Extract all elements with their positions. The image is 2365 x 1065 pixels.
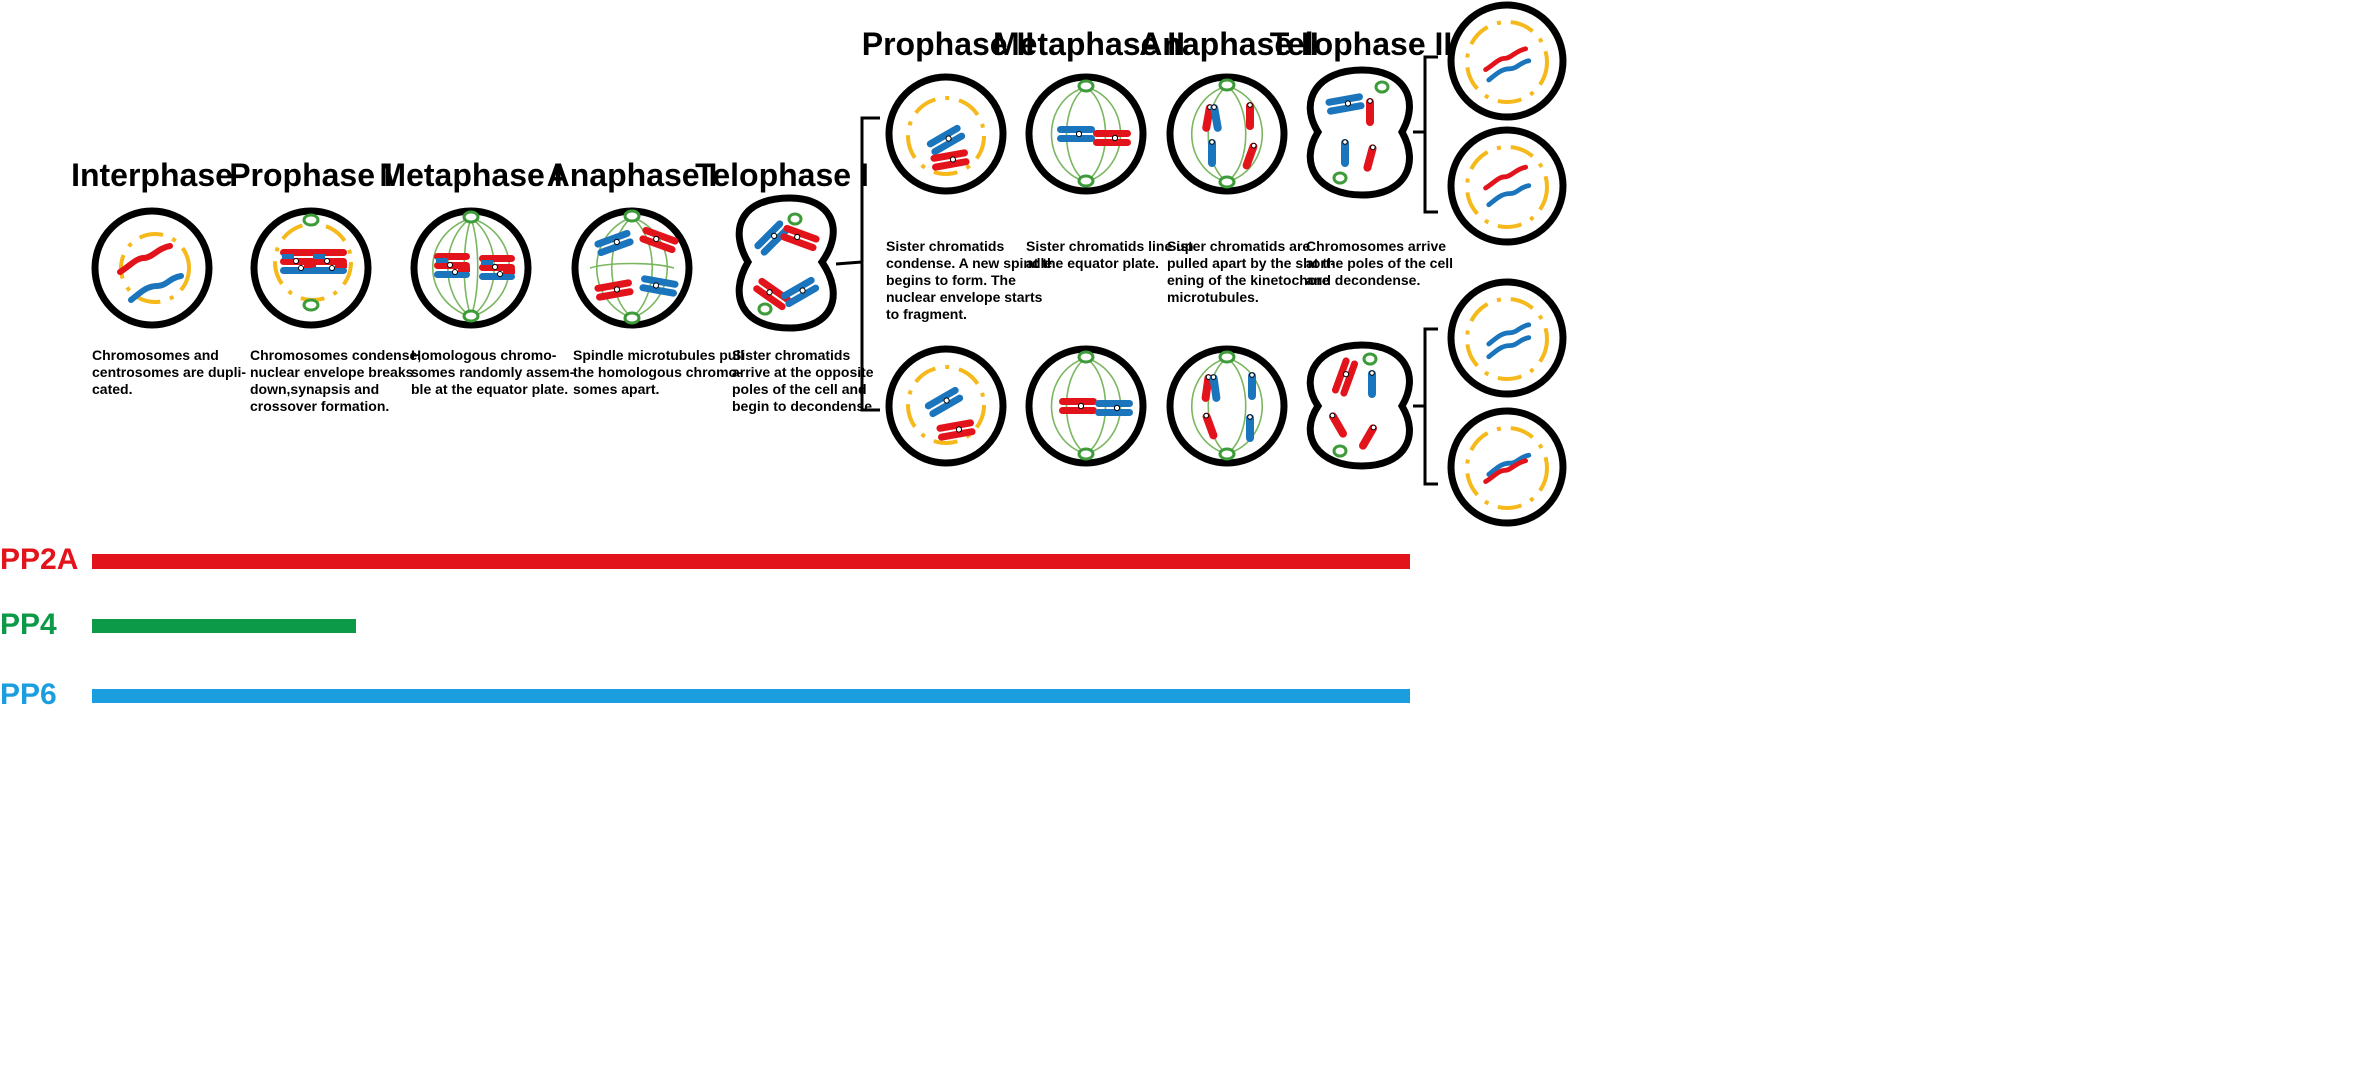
daughter-cell-2 xyxy=(1447,126,1567,246)
desc-metaphase-1: Homologous chromo-somes randomly assem-b… xyxy=(411,347,575,397)
cell-metaphase-2-bottom xyxy=(1025,345,1147,467)
stage-title-telophase-1: Telophase I xyxy=(695,157,869,193)
pp6-bar xyxy=(92,689,1410,703)
daughter-cell-1 xyxy=(1447,1,1567,121)
pp2a-label: PP2A xyxy=(0,543,78,576)
desc-prophase-1: Chromosomes condense,nuclear envelope br… xyxy=(250,347,421,414)
cell-interphase xyxy=(91,207,213,329)
cell-metaphase-2-top xyxy=(1025,73,1147,195)
stage-title-metaphase-2: Metaphase II xyxy=(993,26,1185,62)
pp2a-bar xyxy=(92,554,1410,569)
phosphatase-bars: PP2A PP4 PP6 xyxy=(0,543,1410,711)
cell-prophase-2-bottom xyxy=(885,345,1007,467)
cell-telophase-2-bottom xyxy=(1306,341,1413,470)
stage-title-telophase-2: Telophase II xyxy=(1270,26,1453,62)
stage-title-anaphase-1: Anaphase I xyxy=(547,157,718,193)
cell-anaphase-2-top xyxy=(1166,73,1288,195)
cell-metaphase-1 xyxy=(410,207,532,329)
cell-prophase-2-top xyxy=(885,73,1007,195)
stage-title-prophase-2: Prophase II xyxy=(862,26,1035,62)
cell-anaphase-2-bottom xyxy=(1166,345,1288,467)
cell-telophase-1 xyxy=(735,194,837,332)
cell-prophase-1 xyxy=(250,207,372,329)
pp4-label: PP4 xyxy=(0,608,57,641)
stage-title-metaphase-1: Metaphase I xyxy=(379,157,562,193)
cell-telophase-2-top xyxy=(1306,66,1413,199)
stage-title-anaphase-2: Anaphase II xyxy=(1139,26,1319,62)
daughter-cell-3 xyxy=(1447,278,1567,398)
cell-anaphase-1 xyxy=(571,207,693,329)
daughter-cell-4 xyxy=(1447,407,1567,527)
split-bracket-bottom xyxy=(1413,327,1438,486)
stage-titles: Interphase Prophase I Metaphase I Anapha… xyxy=(71,26,1452,193)
stage-title-prophase-1: Prophase I xyxy=(229,157,393,193)
split-bracket-top xyxy=(1413,55,1438,214)
pp6-label: PP6 xyxy=(0,678,57,711)
pp4-bar xyxy=(92,619,356,633)
stage-title-interphase: Interphase xyxy=(71,157,233,193)
split-bracket-1 xyxy=(835,116,880,412)
